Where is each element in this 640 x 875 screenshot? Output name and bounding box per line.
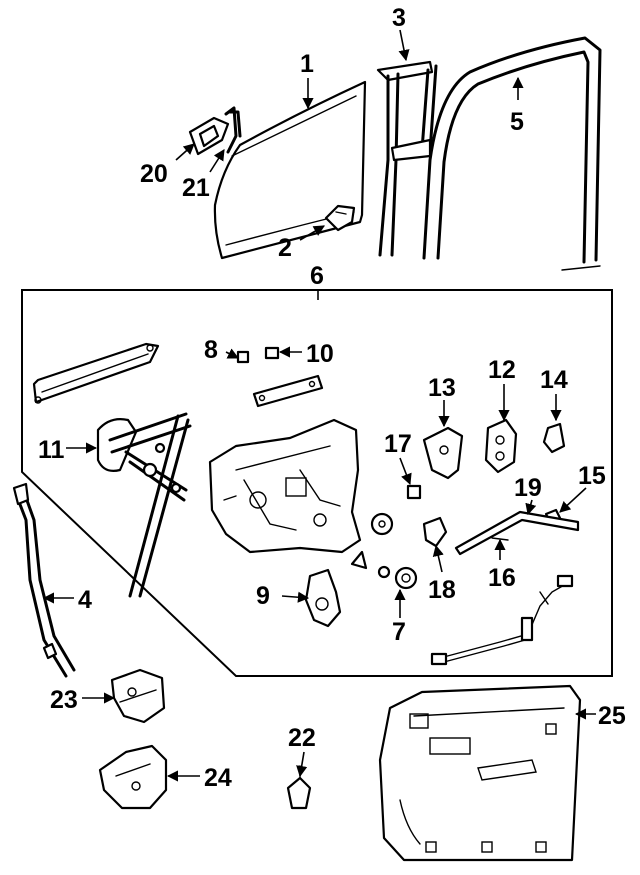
triangle-clip-part xyxy=(350,550,368,570)
callout-23: 23 xyxy=(50,686,78,714)
callout-19: 19 xyxy=(514,474,542,502)
hinge-upper-part xyxy=(110,668,166,724)
bushing-part xyxy=(394,566,418,590)
callout-17: 17 xyxy=(384,430,412,458)
rear-channel-part xyxy=(12,482,76,678)
callout-labels: 1 2 3 4 5 6 7 8 9 10 11 12 13 14 15 16 1… xyxy=(38,4,626,792)
window-regulator-part xyxy=(96,412,192,598)
callout-2: 2 xyxy=(278,234,292,262)
latch-bracket-part xyxy=(422,516,448,548)
grommet-part xyxy=(377,565,391,579)
callout-14: 14 xyxy=(540,366,568,394)
outer-belt-molding-part xyxy=(454,510,580,556)
wiring-harness-part xyxy=(430,574,574,666)
callout-8: 8 xyxy=(204,336,218,364)
clip-10-part xyxy=(264,346,280,360)
handle-rod-part xyxy=(224,106,242,154)
callout-21: 21 xyxy=(182,174,210,202)
callout-18: 18 xyxy=(428,576,456,604)
door-lock-part xyxy=(484,418,518,474)
callout-12: 12 xyxy=(488,356,516,384)
regulator-motor-part xyxy=(304,568,342,628)
hinge-lower-part xyxy=(98,744,168,810)
callout-13: 13 xyxy=(428,374,456,402)
callout-7: 7 xyxy=(392,618,406,646)
door-inner-panel-part xyxy=(208,418,362,554)
bracket-strip-part xyxy=(252,374,324,408)
clip-17-part xyxy=(406,484,422,500)
clip-8-part xyxy=(236,350,250,364)
callout-15: 15 xyxy=(578,462,606,490)
callout-9: 9 xyxy=(256,582,270,610)
leader-lines xyxy=(42,29,596,782)
callout-5: 5 xyxy=(510,108,524,136)
callout-20: 20 xyxy=(140,160,168,188)
guide-rail-part xyxy=(32,342,160,404)
callout-6: 6 xyxy=(310,262,324,290)
glass-clip-part xyxy=(324,204,356,232)
callout-1: 1 xyxy=(300,50,314,78)
door-components-box xyxy=(21,289,613,677)
callout-16: 16 xyxy=(488,564,516,592)
weatherstrip-part xyxy=(422,36,602,271)
handle-bezel-part xyxy=(188,116,230,156)
pulley-part xyxy=(370,512,394,536)
callout-3: 3 xyxy=(392,4,406,32)
lock-cylinder-part xyxy=(542,411,566,454)
callout-22: 22 xyxy=(288,724,316,752)
callout-11: 11 xyxy=(38,436,65,464)
callout-25: 25 xyxy=(598,702,626,730)
callout-4: 4 xyxy=(78,586,92,614)
callout-24: 24 xyxy=(204,764,232,792)
door-glass-part xyxy=(213,80,367,260)
callout-10: 10 xyxy=(306,340,334,368)
run-channel-part xyxy=(376,60,438,257)
door-trim-panel-part xyxy=(378,684,582,862)
check-link-part xyxy=(286,765,312,810)
lock-actuator-part xyxy=(422,426,464,480)
